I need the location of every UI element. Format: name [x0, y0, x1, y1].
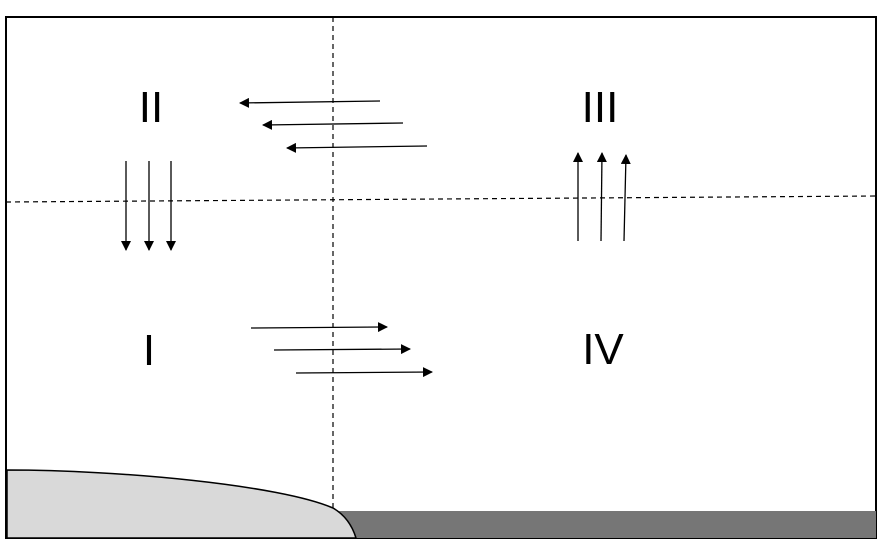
droplet-shape — [6, 469, 358, 539]
arrow-up-3 — [620, 154, 631, 242]
arrow-up-2 — [596, 152, 607, 242]
arrow-right-2 — [273, 344, 411, 355]
arrow-group-right — [250, 322, 433, 378]
arrow-group-down — [121, 161, 176, 251]
label-quadrant-II: II — [139, 83, 163, 132]
arrow-right-1 — [250, 322, 388, 333]
arrow-group-up — [573, 152, 631, 242]
label-quadrant-IV: IV — [582, 325, 624, 374]
arrow-left-3 — [286, 142, 428, 153]
label-quadrant-I: I — [143, 326, 155, 375]
diagram-frame — [5, 16, 877, 539]
arrow-left-2 — [262, 119, 404, 130]
horizontal-dashed-axis — [5, 195, 877, 203]
label-quadrant-III: III — [582, 83, 619, 132]
arrow-right-3 — [295, 367, 433, 378]
arrow-group-left — [239, 97, 428, 153]
solid-surface — [333, 511, 876, 538]
arrow-left-1 — [239, 97, 381, 108]
